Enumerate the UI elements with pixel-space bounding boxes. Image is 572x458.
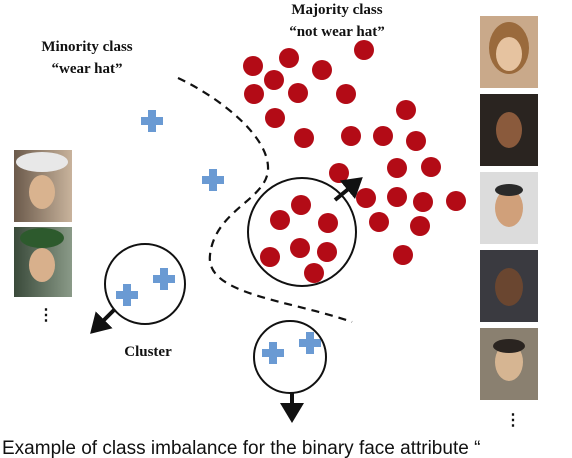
decision-boundary (177, 77, 353, 324)
face-photo (480, 328, 538, 400)
left-cluster-arrow (90, 308, 116, 334)
minority-point (141, 110, 163, 132)
majority-point (288, 83, 308, 103)
majority-points (243, 40, 466, 283)
majority-point (294, 128, 314, 148)
minority-point (116, 284, 138, 306)
majority-point (270, 210, 290, 230)
majority-point (318, 213, 338, 233)
majority-class-title: Majority class (291, 2, 383, 18)
majority-point (356, 188, 376, 208)
majority-point (312, 60, 332, 80)
minority-point (202, 169, 224, 191)
majority-point (393, 245, 413, 265)
face-photo (480, 16, 538, 88)
minority-face-thumbnails (14, 150, 72, 297)
minority-points (116, 110, 321, 364)
majority-point (279, 48, 299, 68)
face-photo (480, 94, 538, 166)
majority-point (290, 238, 310, 258)
minority-point (262, 342, 284, 364)
majority-point (421, 157, 441, 177)
majority-point (410, 216, 430, 236)
majority-point (264, 70, 284, 90)
majority-point (387, 158, 407, 178)
cluster-label: Cluster (124, 344, 172, 360)
minority-point (153, 268, 175, 290)
right-ellipsis: ⋮ (505, 412, 521, 429)
majority-point (291, 195, 311, 215)
majority-point (354, 40, 374, 60)
majority-point (387, 187, 407, 207)
left-ellipsis: ⋮ (38, 307, 54, 324)
majority-point (446, 191, 466, 211)
minority-cluster-left (104, 243, 186, 325)
majority-point (265, 108, 285, 128)
majority-cluster (247, 177, 357, 287)
majority-point (369, 212, 389, 232)
face-photo (14, 227, 72, 297)
majority-point (260, 247, 280, 267)
majority-point (341, 126, 361, 146)
majority-point (317, 242, 337, 262)
majority-point (336, 84, 356, 104)
face-photo (14, 150, 72, 222)
majority-point (329, 163, 349, 183)
majority-point (304, 263, 324, 283)
figure-caption: Example of class imbalance for the binar… (2, 438, 481, 458)
majority-point (406, 131, 426, 151)
majority-point (413, 192, 433, 212)
minority-point (299, 332, 321, 354)
majority-point (244, 84, 264, 104)
majority-face-thumbnails (480, 16, 538, 400)
majority-point (243, 56, 263, 76)
majority-point (373, 126, 393, 146)
majority-class-label: Majority class “not wear hat” (262, 1, 412, 41)
minority-class-label: Minority class “wear hat” (22, 38, 152, 78)
face-photo (480, 172, 538, 244)
majority-class-name: “not wear hat” (289, 24, 385, 40)
majority-point (396, 100, 416, 120)
minority-class-title: Minority class (41, 39, 133, 55)
minority-class-name: “wear hat” (51, 61, 123, 77)
face-photo (480, 250, 538, 322)
majority-cluster-arrow (333, 177, 363, 202)
